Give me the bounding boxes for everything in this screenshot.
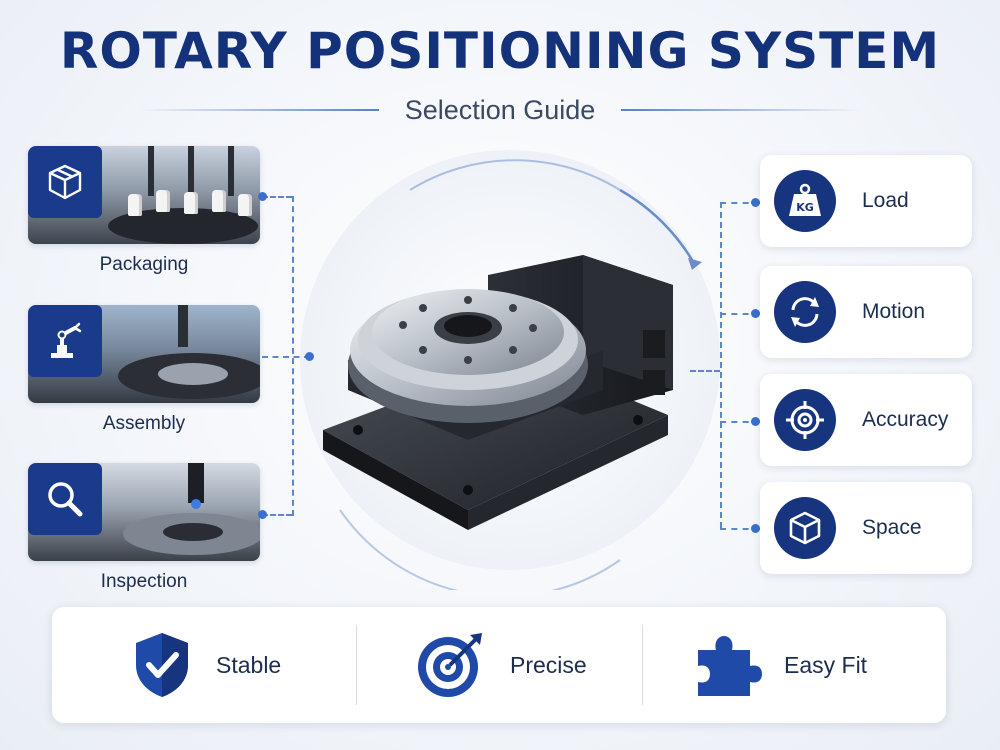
subtitle-row: Selection Guide [0, 92, 1000, 128]
connector-motion [720, 313, 760, 315]
inspection-photo [28, 463, 260, 561]
factor-card-accuracy[interactable]: Accuracy [760, 374, 972, 466]
cube-icon [774, 497, 836, 559]
feature-label-precise: Precise [510, 651, 587, 678]
subtitle-divider-right [621, 109, 862, 111]
application-label-packaging: Packaging [99, 254, 189, 275]
bullseye-arrow-icon [418, 633, 482, 697]
connector-packaging [262, 196, 292, 198]
application-card-inspection[interactable]: Inspection [28, 463, 260, 592]
application-label-assembly: Assembly [102, 413, 186, 434]
connector-dot [258, 192, 267, 201]
factor-label-motion: Motion [862, 300, 926, 323]
application-label-inspection: Inspection [100, 571, 188, 592]
weight-kg-icon: KG [774, 170, 836, 232]
connector-dot [751, 309, 760, 318]
target-crosshair-icon [774, 389, 836, 451]
connector-dot [305, 352, 314, 361]
connector-load [720, 202, 760, 204]
feature-stable: Stable [130, 607, 281, 723]
feature-easy-fit: Easy Fit [692, 607, 867, 723]
connector-space [720, 528, 760, 530]
packaging-photo [28, 146, 260, 244]
feature-divider [642, 625, 643, 705]
factor-card-space[interactable]: Space [760, 482, 972, 574]
application-card-assembly[interactable]: Assembly [28, 305, 260, 434]
rotary-table-image [323, 255, 673, 530]
page-subtitle: Selection Guide [404, 94, 596, 125]
feature-label-stable: Stable [216, 651, 282, 678]
connector-dot [751, 524, 760, 533]
connector-dot [751, 198, 760, 207]
package-box-icon [28, 146, 102, 218]
factor-card-motion[interactable]: Motion [760, 266, 972, 358]
factor-label-accuracy: Accuracy [862, 408, 949, 431]
connector-inspection [262, 514, 292, 516]
rotation-arrows-icon [774, 281, 836, 343]
shield-check-icon [136, 633, 188, 697]
connector-assembly [262, 356, 310, 358]
rotation-arc-decoration [339, 159, 702, 590]
magnifier-icon [28, 463, 102, 535]
feature-divider [356, 625, 357, 705]
feature-bar: Stable Precise Easy Fit [52, 607, 946, 723]
connector-product [690, 370, 720, 372]
kg-icon-text: KG [796, 201, 814, 214]
feature-precise: Precise [412, 607, 587, 723]
page-title: ROTARY POSITIONING SYSTEM [59, 22, 941, 80]
puzzle-piece-icon [698, 636, 762, 696]
application-card-packaging[interactable]: Packaging [28, 146, 260, 275]
assembly-photo [28, 305, 260, 403]
connector-accuracy [720, 421, 760, 423]
connector-dot [751, 417, 760, 426]
factor-label-space: Space [862, 516, 922, 539]
subtitle-divider-left [138, 109, 379, 111]
feature-label-easy-fit: Easy Fit [784, 651, 868, 678]
robot-arm-icon [28, 305, 102, 377]
factor-label-load: Load [862, 189, 909, 212]
factor-card-load[interactable]: KG Load [760, 155, 972, 247]
connector-right-vertical [720, 202, 722, 528]
connector-dot [258, 510, 267, 519]
